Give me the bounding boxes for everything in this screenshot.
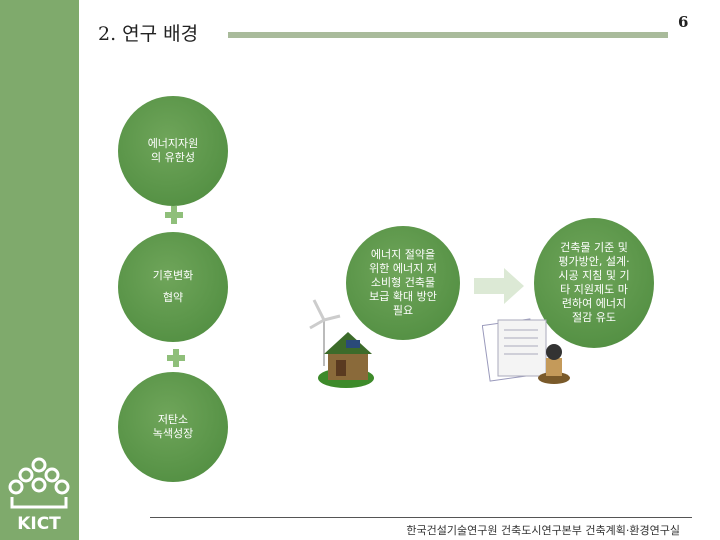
circle-need: 에너지 절약을 위한 에너지 저 소비형 건축물 보급 확대 방안 필요 [346,226,460,340]
circle-need-text: 에너지 절약을 위한 에너지 저 소비형 건축물 보급 확대 방안 필요 [369,248,437,317]
green-house-icon [309,299,374,388]
circle-plan-text: 건축물 기준 및 평가방안, 설계· 시공 지침 및 기 타 지원제도 마 련하… [558,241,630,324]
footer-line [150,517,692,518]
arrow-right-icon [474,268,524,304]
plus-icon [167,349,185,367]
circle-climate-text: 기후변화 협약 [152,269,194,304]
left-sidebar [0,0,79,540]
logo-text: KICT [17,514,61,534]
title-bar [228,32,668,38]
circle-low-carbon: 저탄소 녹색성장 [118,372,228,482]
page-title: 2. 연구 배경 [98,23,199,45]
plus-icon [165,206,183,224]
circle-energy-text: 에너지자원 의 유한성 [147,137,199,164]
circle-energy-resources: 에너지자원 의 유한성 [118,96,228,206]
circle-plan: 건축물 기준 및 평가방안, 설계· 시공 지침 및 기 타 지원제도 마 련하… [534,218,654,348]
documents-stamp-icon [482,318,570,384]
footer-text: 한국건설기술연구원 건축도시연구본부 건축계획·환경연구실 [406,524,680,537]
page-number: 6 [678,13,689,31]
circle-low-carbon-text: 저탄소 녹색성장 [152,413,194,440]
circle-climate: 기후변화 협약 [118,232,228,342]
kict-logo: KICT [8,457,70,534]
